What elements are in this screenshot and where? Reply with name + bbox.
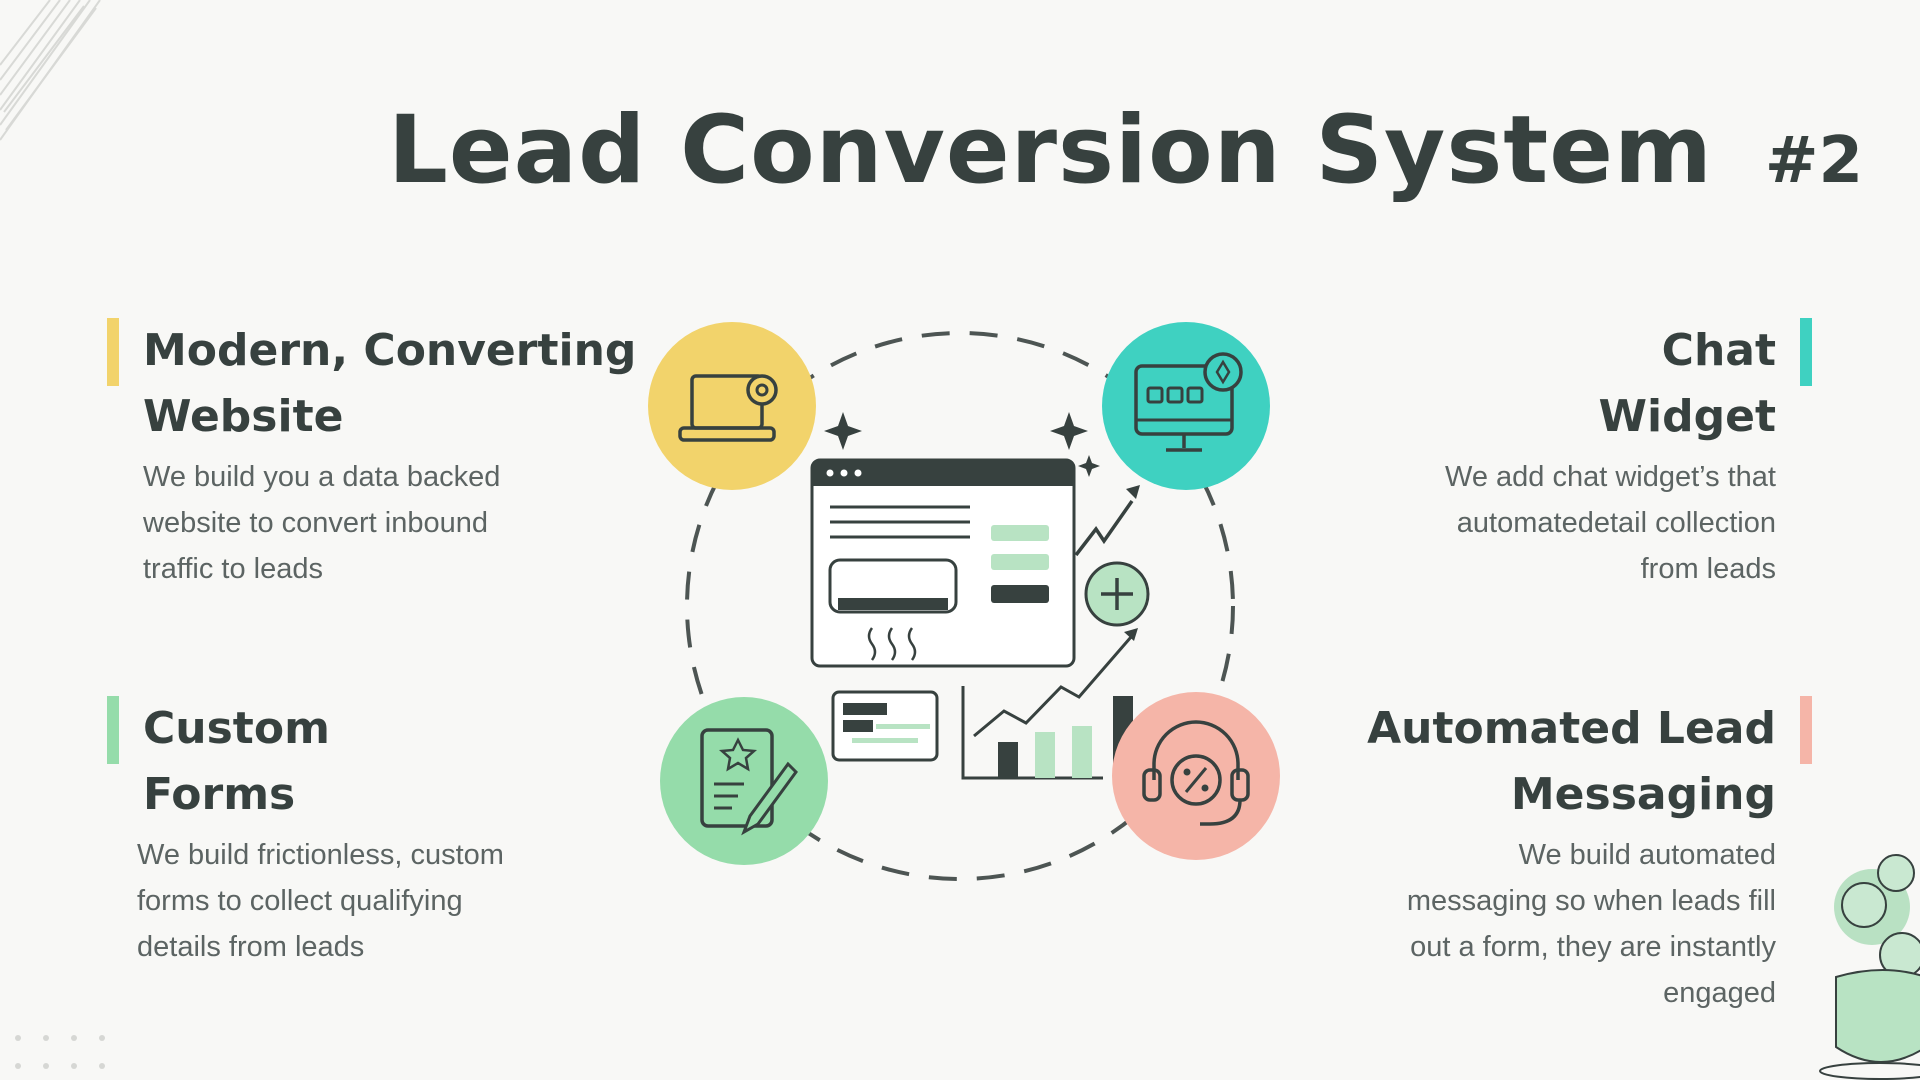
page-title: Lead Conversion System	[388, 96, 1713, 205]
feature-messaging: Automated Lead Messaging We build automa…	[1290, 696, 1812, 1016]
plus-circle-icon	[1084, 561, 1150, 627]
forms-accent-bar	[107, 696, 119, 764]
slide-number: #2	[1764, 124, 1863, 198]
corner-stroke-decoration	[0, 0, 101, 141]
chat-heading: Chat Widget	[1598, 325, 1776, 442]
messaging-accent-bar	[1800, 696, 1812, 764]
feature-forms: Custom Forms We build frictionless, cust…	[107, 696, 647, 970]
feature-website: Modern, Converting Website We build you …	[107, 318, 647, 592]
browser-window-icon	[810, 458, 1076, 668]
sparkle-icon	[824, 412, 1100, 477]
headset-percent-circle	[1112, 692, 1280, 860]
cup-decoration	[1819, 854, 1920, 1080]
forms-description: We build frictionless, custom forms to c…	[137, 839, 504, 963]
laptop-gear-circle	[648, 322, 816, 490]
dashed-orbit	[685, 331, 1235, 881]
website-heading: Modern, Converting Website	[143, 325, 637, 442]
form-pen-circle	[660, 697, 828, 865]
chat-accent-bar	[1800, 318, 1812, 386]
feature-chat: Chat Widget We add chat widget’s that au…	[1330, 318, 1812, 592]
monitor-chat-circle	[1102, 322, 1270, 490]
messaging-heading: Automated Lead Messaging	[1367, 703, 1776, 820]
growth-arrow-icon	[1074, 499, 1134, 557]
forms-heading: Custom Forms	[143, 703, 330, 820]
dot-pattern-decoration	[15, 1035, 105, 1069]
central-diagram	[648, 322, 1280, 881]
website-description: We build you a data backed website to co…	[143, 461, 501, 585]
info-card-icon	[831, 690, 939, 762]
messaging-description: We build automated messaging so when lea…	[1406, 839, 1776, 1009]
website-accent-bar	[107, 318, 119, 386]
chat-description: We add chat widget’s that automatedetail…	[1444, 461, 1776, 585]
